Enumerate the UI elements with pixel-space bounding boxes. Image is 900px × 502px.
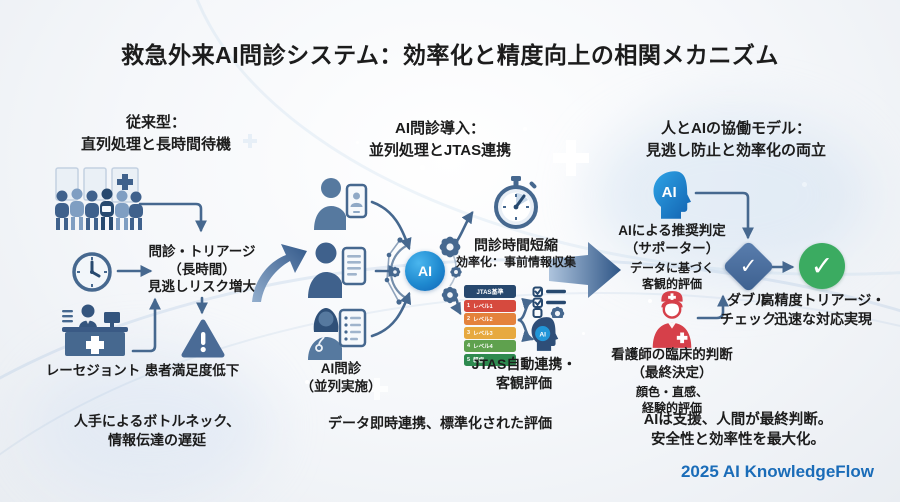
ai-head-large-icon: AI <box>648 170 694 220</box>
nurse-judgment-label: 看護師の臨床的判断 （最終決定） 顔色・直感、 経験的評価 <box>611 346 733 416</box>
reception-desk-icon <box>58 300 132 360</box>
jtas-row-label: レベル4 <box>473 344 493 350</box>
sparkle-dot <box>802 182 807 187</box>
legacy-header-line2: 直列処理と長時間待機 <box>80 135 232 153</box>
ai-head-small-icon: AI <box>528 316 560 352</box>
efficiency-label: 効率化：事前情報収集 <box>455 255 577 269</box>
jtas-row-num: 4 <box>467 343 471 349</box>
ai-intake-caption: データ即時連携、標準化された評価 <box>328 415 552 431</box>
triage-line2: （長時間） <box>168 261 236 277</box>
jtas-header: JTAS基準 <box>464 285 516 298</box>
ai-intake-label: AI問診 （並列実施） <box>301 360 382 395</box>
nurse-sub2: 経験的評価 <box>641 401 702 416</box>
double-check-line2: チェック <box>720 310 776 327</box>
waiting-room-crowd-icon <box>48 166 144 234</box>
collab-caption-line2: 安全性と効率性を最大化。 <box>651 432 825 449</box>
jtas-row-num: 5 <box>467 356 471 363</box>
nurse-line1: 看護師の臨床的判断 <box>611 347 733 362</box>
double-check-label: ダブル チェック <box>720 291 776 329</box>
medical-cross-icon <box>553 140 589 176</box>
ai-intake-label-line2: （並列実施） <box>300 378 382 394</box>
legacy-header-line1: 従来型： <box>125 114 187 131</box>
stopwatch-icon <box>492 176 540 230</box>
ai-head-small-label: AI <box>539 331 546 338</box>
sparkle-dot <box>523 127 527 131</box>
ai-rec-sub1: データに基づく <box>629 261 715 276</box>
jtas-auto-line2: 客観評価 <box>496 374 552 391</box>
check-mark: ✓ <box>739 255 758 278</box>
legacy-column-header: 従来型： 直列処理と長時間待機 <box>81 112 231 156</box>
collab-column-header: 人とAIの協働モデル： 見逃し防止と効率化の両立 <box>646 118 826 162</box>
collab-header-line2: 見逃し防止と効率化の両立 <box>645 141 827 159</box>
footer-brand: 2025 AI KnowledgeFlow <box>680 462 874 481</box>
nurse-sub1: 顔色・直感、 <box>635 385 708 400</box>
ai-rec-line2: （サポーター） <box>624 240 720 256</box>
double-check-line1: ダブル <box>727 292 769 308</box>
ai-intake-label-line1: AI問診 <box>320 361 362 376</box>
time-reduction-label: 問診時間短縮 <box>474 237 558 253</box>
legacy-caption-line1: 人手によるボトルネック、 <box>73 413 241 429</box>
triage-line3: 見逃しリスク増大 <box>148 279 256 295</box>
collab-caption: AIは支援、人間が最終判断。 安全性と効率性を最大化。 <box>644 410 833 451</box>
success-check-icon: ✓ <box>799 243 845 289</box>
warning-label: 患者満足度低下 <box>144 363 240 378</box>
triage-text-block: 問診・トリアージ （長時間） 見逃しリスク増大 <box>148 243 256 296</box>
jtas-row-label: 軽症 <box>473 357 485 364</box>
nurse-icon <box>645 288 699 348</box>
page-title: 救急外来AI問診システム：効率化と精度向上の相関メカニズム <box>121 42 779 68</box>
reception-label: レーセジョント <box>45 363 141 378</box>
jtas-row-label: レベル1 <box>473 303 493 310</box>
triage-line1: 問診・トリアージ <box>148 244 256 259</box>
ai-rec-sub2: 客観的評価 <box>641 277 703 292</box>
ai-hub-icon: AI <box>384 232 468 312</box>
outcome-line1: 高精度トリアージ・ <box>760 292 886 308</box>
collab-caption-line1: AIは支援、人間が最終判断。 <box>643 412 833 428</box>
double-check-diamond-icon: ✓ <box>722 240 775 293</box>
ai-rec-line1: AIによる推奨判定 <box>618 223 726 238</box>
warning-triangle-icon <box>180 318 226 360</box>
medical-cross-icon <box>243 134 257 148</box>
sparkle-dot <box>420 165 425 170</box>
ai-recommendation-label: AIによる推奨判定 （サポーター） データに基づく 客観的評価 <box>618 222 726 292</box>
jtas-auto-line1: JTAS自動連携・ <box>471 356 577 372</box>
ai-intake-header-line1: AI問診導入： <box>394 120 486 137</box>
jtas-row-num: 3 <box>467 329 471 336</box>
legacy-caption: 人手によるボトルネック、 情報伝達の遅延 <box>74 412 240 450</box>
jtas-auto-label: JTAS自動連携・ 客観評価 <box>472 355 577 393</box>
jtas-row-num: 2 <box>467 316 471 322</box>
ai-intake-header-line2: 並列処理とJTAS連携 <box>368 141 512 159</box>
legacy-caption-line2: 情報伝達の遅延 <box>107 431 206 448</box>
jtas-row-num: 1 <box>467 302 471 309</box>
ai-head-large-label: AI <box>662 184 677 201</box>
nurse-tablet-icon <box>306 306 368 360</box>
jtas-row-label: レベル2 <box>473 317 493 323</box>
outcome-line2: 迅速な対応実現 <box>773 310 872 327</box>
sparkle-dot <box>356 141 359 144</box>
sparkle-dot <box>582 332 585 335</box>
patient-phone-list-icon <box>306 240 368 298</box>
outcome-label: 高精度トリアージ・ 迅速な対応実現 <box>761 291 886 329</box>
clock-icon <box>70 250 114 294</box>
ai-hub-label: AI <box>405 251 445 291</box>
collab-header-line1: 人とAIの協働モデル： <box>660 120 812 137</box>
jtas-row-label: レベル3 <box>473 330 493 337</box>
patient-smartphone-icon <box>312 176 370 230</box>
checklist-gear-icon <box>532 286 570 318</box>
transition-arrow-1 <box>246 240 310 304</box>
ai-intake-column-header: AI問診導入： 並列処理とJTAS連携 <box>369 118 511 162</box>
nurse-line2: （最終決定） <box>631 364 713 380</box>
